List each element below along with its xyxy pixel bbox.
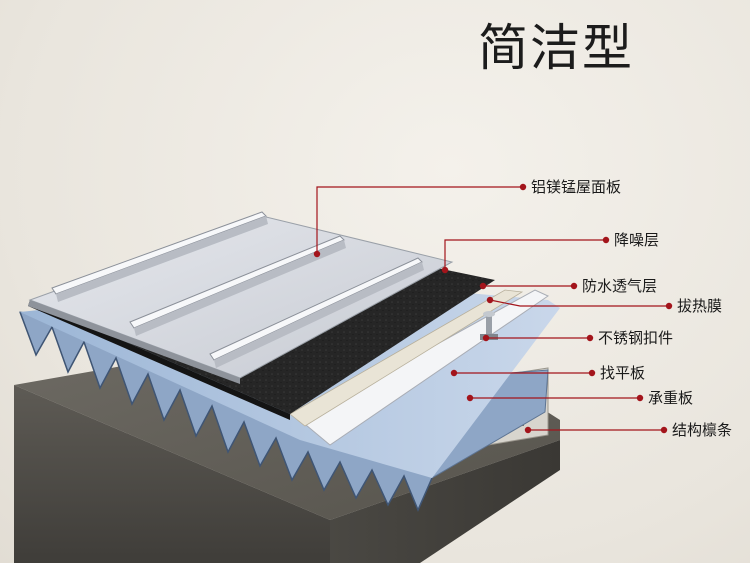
- label-leveling-board: 找平板: [600, 364, 646, 382]
- standing-seams: [51, 211, 424, 368]
- dot-bracket-start: [482, 334, 490, 342]
- dot-noise-start: [441, 266, 449, 274]
- concrete-slab-side: [330, 440, 560, 563]
- dot-purlin-end: [660, 426, 668, 434]
- roof-panel-edge: [28, 300, 240, 384]
- dot-bearing-start: [466, 394, 474, 402]
- label-breathable-layer: 防水透气层: [582, 277, 658, 295]
- label-bearing-plate: 承重板: [648, 389, 694, 407]
- dot-noise-end: [602, 236, 610, 244]
- dot-purlin-start: [524, 426, 532, 434]
- heat-reflective-film: [289, 289, 524, 427]
- dot-breathable-end: [570, 282, 578, 290]
- leader-lines: [316, 186, 669, 431]
- label-roof-panel: 铝镁锰屋面板: [531, 178, 622, 196]
- dot-leveling-end: [588, 369, 596, 377]
- dot-panel-start: [313, 250, 321, 258]
- dot-panel-end: [519, 183, 527, 191]
- page-title: 简洁型: [478, 19, 634, 77]
- dot-bearing-end: [636, 394, 644, 402]
- dot-heat-start: [486, 296, 494, 304]
- bearing-plate-ridges: [19, 311, 433, 512]
- leader-panel: [316, 186, 523, 254]
- dot-leveling-start: [450, 369, 458, 377]
- leader-dots: [313, 183, 673, 434]
- label-heat-film: 拔热膜: [677, 297, 723, 315]
- leader-noise: [444, 239, 606, 270]
- dot-breathable-start: [479, 282, 487, 290]
- label-purlin: 结构檩条: [672, 421, 733, 439]
- dot-heat-end: [665, 302, 673, 310]
- label-noise-layer: 降噪层: [614, 231, 660, 249]
- leader-heat: [489, 299, 669, 307]
- label-bracket: 不锈钢扣件: [598, 329, 674, 347]
- dot-bracket-end: [586, 334, 594, 342]
- concrete-slab-front: [14, 385, 330, 563]
